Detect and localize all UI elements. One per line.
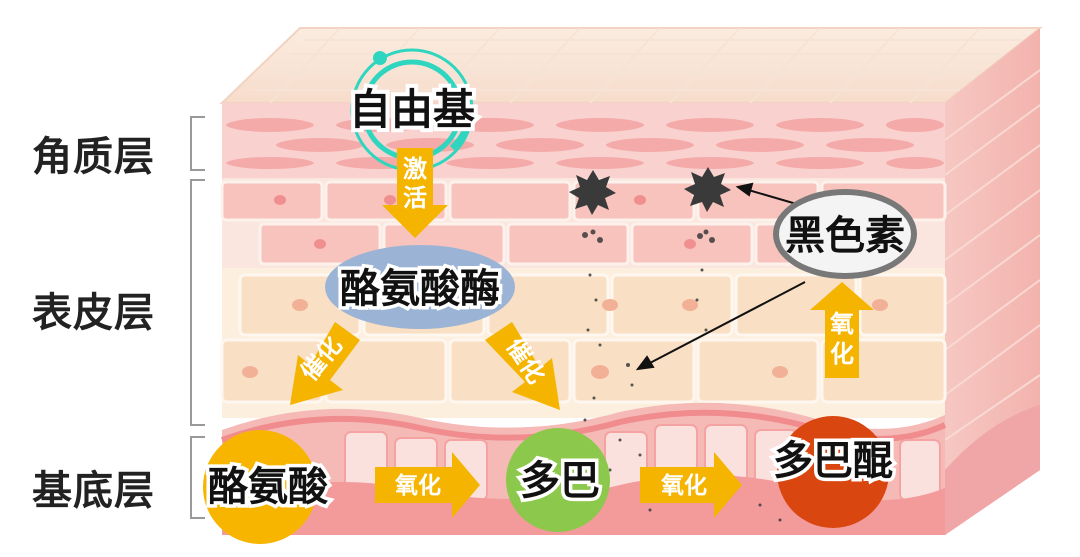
- dopaquinone-circle: [777, 416, 889, 528]
- tyrosinase-label: 酪氨酸酶: [340, 266, 500, 312]
- activate-arrow: [382, 148, 448, 238]
- catalyze-left-arrow: [290, 322, 360, 405]
- tyrosine-circle: [203, 430, 317, 544]
- epidermis-label: 表皮层: [32, 290, 155, 336]
- oxidize-label-2: 氧化: [660, 472, 707, 499]
- activate-label-1: 激: [403, 155, 427, 183]
- melanin-label: 黑色素: [785, 213, 905, 259]
- tyrosinase-blob: [325, 245, 515, 329]
- skin-side-face: [944, 28, 1041, 535]
- oxidize-arrow-3: [810, 282, 874, 378]
- dopaquinone-label: 多巴醌: [773, 438, 893, 484]
- process-arrows: [290, 148, 874, 518]
- oxidize-label-3b: 化: [830, 340, 854, 368]
- free-radical-label: 自由基: [349, 85, 475, 134]
- skin-top-face: [219, 27, 1043, 104]
- oxidize-arrow-2: [640, 452, 742, 518]
- oxidize-label-1: 氧化: [394, 472, 441, 499]
- dopa-circle: [506, 428, 610, 532]
- melanin-pointer-arrows: [635, 182, 806, 371]
- stratum-corneum-label: 角质层: [32, 134, 155, 180]
- tyrosine-label: 酪氨酸: [208, 464, 329, 510]
- oxidize-arrow-1: [375, 452, 480, 518]
- dopa-label: 多巴: [520, 458, 600, 504]
- melanin-granules: [569, 167, 782, 522]
- basal-layer-label: 基底层: [32, 468, 155, 514]
- oxidize-label-3a: 氧: [830, 310, 854, 338]
- layer-brackets: [190, 116, 205, 519]
- catalyze-right-arrow: [485, 322, 560, 410]
- activate-label-2: 活: [403, 184, 427, 212]
